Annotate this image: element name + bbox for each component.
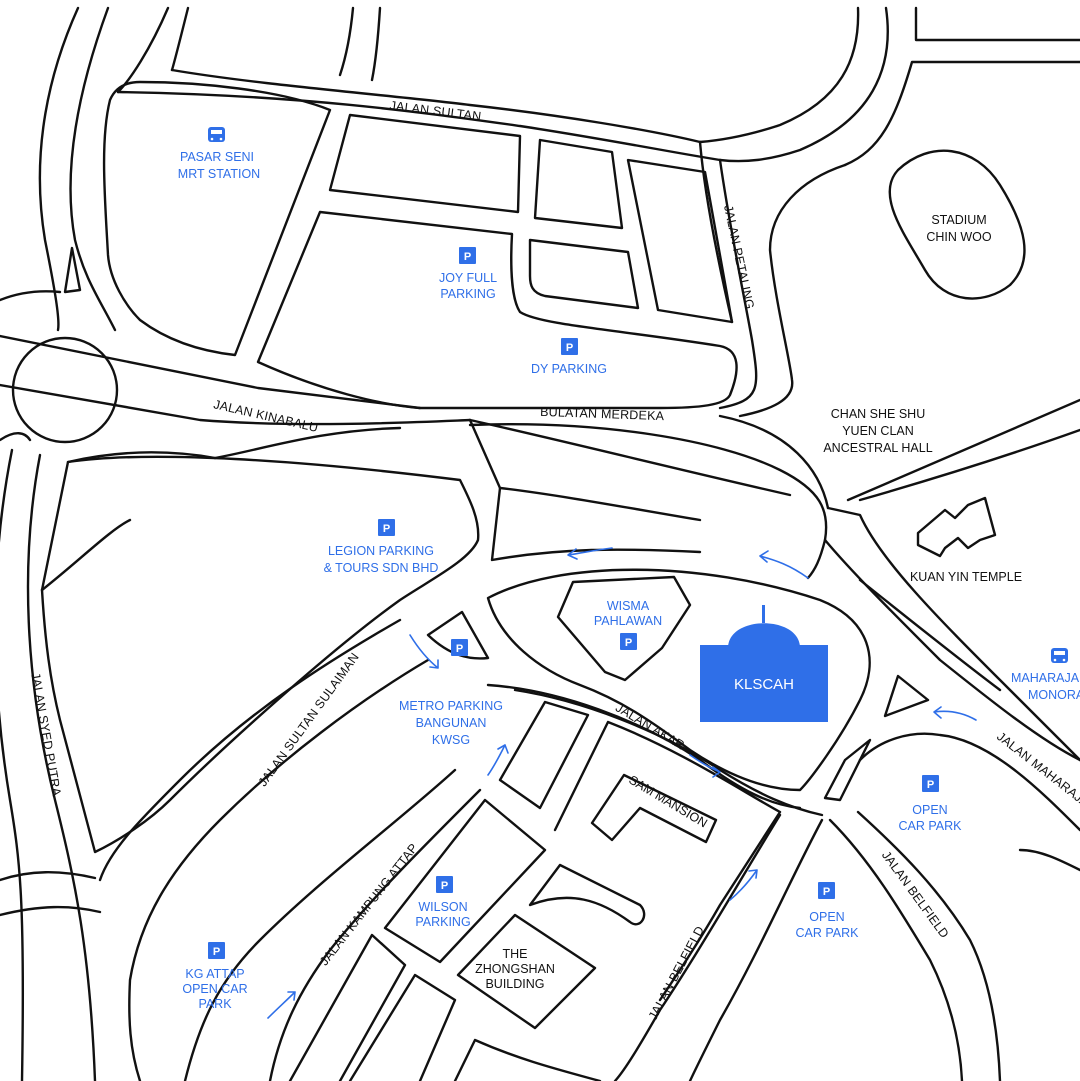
poi-label-maharajalela[interactable]: MAHARAJALELA MONORAIL bbox=[1011, 671, 1080, 702]
street-label-jalan-sultan-sulaiman: JALAN SULTAN SULAIMAN bbox=[256, 650, 362, 789]
svg-text:P: P bbox=[456, 643, 463, 655]
monorail-train-icon[interactable] bbox=[1051, 648, 1068, 663]
parking-icon-kg-attap[interactable]: P bbox=[208, 942, 225, 959]
svg-text:ANCESTRAL HALL: ANCESTRAL HALL bbox=[823, 441, 932, 455]
svg-text:LEGION PARKING: LEGION PARKING bbox=[328, 544, 434, 558]
svg-text:WILSON: WILSON bbox=[418, 900, 467, 914]
svg-text:MONORAIL: MONORAIL bbox=[1028, 688, 1080, 702]
street-label-jalan-kampung-attap: JALAN KAMPUNG ATTAP bbox=[317, 841, 421, 968]
dome-spire bbox=[762, 605, 765, 623]
place-label-zhongshan-building: THE ZHONGSHAN BUILDING bbox=[475, 947, 555, 991]
svg-text:OPEN: OPEN bbox=[912, 803, 947, 817]
street-label-jalan-syed-putra: JALAN SYED PUTRA bbox=[28, 671, 64, 797]
poi-label-kg-attap[interactable]: KG ATTAP OPEN CAR PARK bbox=[182, 967, 247, 1011]
svg-text:P: P bbox=[383, 523, 390, 535]
street-label-jalan-sultan: JALAN SULTAN bbox=[389, 98, 482, 123]
poi-label-joy-full-parking[interactable]: JOY FULL PARKING bbox=[439, 271, 497, 301]
svg-text:P: P bbox=[441, 880, 448, 892]
svg-text:ZHONGSHAN: ZHONGSHAN bbox=[475, 962, 555, 976]
svg-text:PARKING: PARKING bbox=[415, 915, 470, 929]
poi-label-wilson-parking[interactable]: WILSON PARKING bbox=[415, 900, 470, 929]
poi-label-pasar-seni[interactable]: PASAR SENI MRT STATION bbox=[178, 150, 260, 181]
temple-building-icon bbox=[916, 496, 997, 558]
street-label-bulatan-merdeka: BULATAN MERDEKA bbox=[540, 405, 665, 423]
svg-text:PARKING: PARKING bbox=[440, 287, 495, 301]
parking-icon-open-car-park-1[interactable]: P bbox=[922, 775, 939, 792]
street-label-jalan-maharajalela: JALAN MAHARAJALELA bbox=[994, 729, 1080, 829]
svg-text:P: P bbox=[464, 251, 471, 263]
svg-text:P: P bbox=[213, 946, 220, 958]
svg-text:CHIN WOO: CHIN WOO bbox=[926, 230, 992, 244]
svg-text:P: P bbox=[823, 886, 830, 898]
dome-building-icon bbox=[728, 623, 800, 648]
svg-text:YUEN CLAN: YUEN CLAN bbox=[842, 424, 914, 438]
parking-icon-open-car-park-2[interactable]: P bbox=[818, 882, 835, 899]
mrt-train-icon[interactable] bbox=[208, 127, 225, 142]
svg-text:P: P bbox=[566, 342, 573, 354]
svg-text:JOY FULL: JOY FULL bbox=[439, 271, 497, 285]
traffic-arrows bbox=[267, 547, 977, 1019]
street-label-jalan-belfield: JALAN BELFIELD bbox=[646, 924, 707, 1023]
place-label-stadium-chin-woo: STADIUM CHIN WOO bbox=[926, 213, 992, 244]
svg-text:PASAR SENI: PASAR SENI bbox=[180, 150, 254, 164]
svg-text:KG ATTAP: KG ATTAP bbox=[185, 967, 244, 981]
svg-text:& TOURS SDN BHD: & TOURS SDN BHD bbox=[324, 561, 439, 575]
svg-text:CAR PARK: CAR PARK bbox=[796, 926, 860, 940]
klscah-destination[interactable]: KLSCAH bbox=[700, 605, 828, 722]
poi-label-metro-parking[interactable]: METRO PARKING BANGUNAN KWSG bbox=[399, 699, 503, 747]
svg-text:THE: THE bbox=[503, 947, 528, 961]
svg-text:KWSG: KWSG bbox=[432, 733, 470, 747]
poi-label-wisma-pahlawan[interactable]: WISMA PAHLAWAN bbox=[594, 599, 662, 628]
svg-text:STADIUM: STADIUM bbox=[931, 213, 986, 227]
parking-icon-legion[interactable]: P bbox=[378, 519, 395, 536]
svg-text:CAR PARK: CAR PARK bbox=[899, 819, 963, 833]
svg-text:WISMA: WISMA bbox=[607, 599, 650, 613]
road-network bbox=[0, 6, 1080, 1081]
poi-label-dy-parking[interactable]: DY PARKING bbox=[531, 362, 607, 376]
place-label-kuan-yin-temple: KUAN YIN TEMPLE bbox=[910, 570, 1022, 584]
parking-icon-joy-full[interactable]: P bbox=[459, 247, 476, 264]
parking-icon-dy[interactable]: P bbox=[561, 338, 578, 355]
svg-text:OPEN: OPEN bbox=[809, 910, 844, 924]
svg-text:CHAN SHE SHU: CHAN SHE SHU bbox=[831, 407, 925, 421]
svg-text:P: P bbox=[927, 779, 934, 791]
street-label-jalan-akar: JALAN AKAR bbox=[613, 701, 687, 753]
parking-icon-wilson[interactable]: P bbox=[436, 876, 453, 893]
svg-text:OPEN CAR: OPEN CAR bbox=[182, 982, 247, 996]
poi-label-legion-parking[interactable]: LEGION PARKING & TOURS SDN BHD bbox=[324, 544, 439, 575]
svg-text:BUILDING: BUILDING bbox=[485, 977, 544, 991]
destination-label: KLSCAH bbox=[734, 676, 794, 693]
parking-icon-wisma[interactable]: P bbox=[620, 633, 637, 650]
svg-text:PARK: PARK bbox=[198, 997, 232, 1011]
svg-text:MAHARAJALELA: MAHARAJALELA bbox=[1011, 671, 1080, 685]
parking-icon-metro[interactable]: P bbox=[451, 639, 468, 656]
svg-text:P: P bbox=[625, 637, 632, 649]
svg-text:PAHLAWAN: PAHLAWAN bbox=[594, 614, 662, 628]
street-label-jalan-kinabalu: JALAN KINABALU bbox=[212, 397, 319, 435]
poi-label-open-car-park-2[interactable]: OPEN CAR PARK bbox=[796, 910, 860, 940]
svg-text:BANGUNAN: BANGUNAN bbox=[416, 716, 487, 730]
poi-label-open-car-park-1[interactable]: OPEN CAR PARK bbox=[899, 803, 963, 833]
svg-text:METRO PARKING: METRO PARKING bbox=[399, 699, 503, 713]
svg-text:MRT STATION: MRT STATION bbox=[178, 167, 260, 181]
place-label-chan-she-shu: CHAN SHE SHU YUEN CLAN ANCESTRAL HALL bbox=[823, 407, 932, 455]
svg-text:DY PARKING: DY PARKING bbox=[531, 362, 607, 376]
